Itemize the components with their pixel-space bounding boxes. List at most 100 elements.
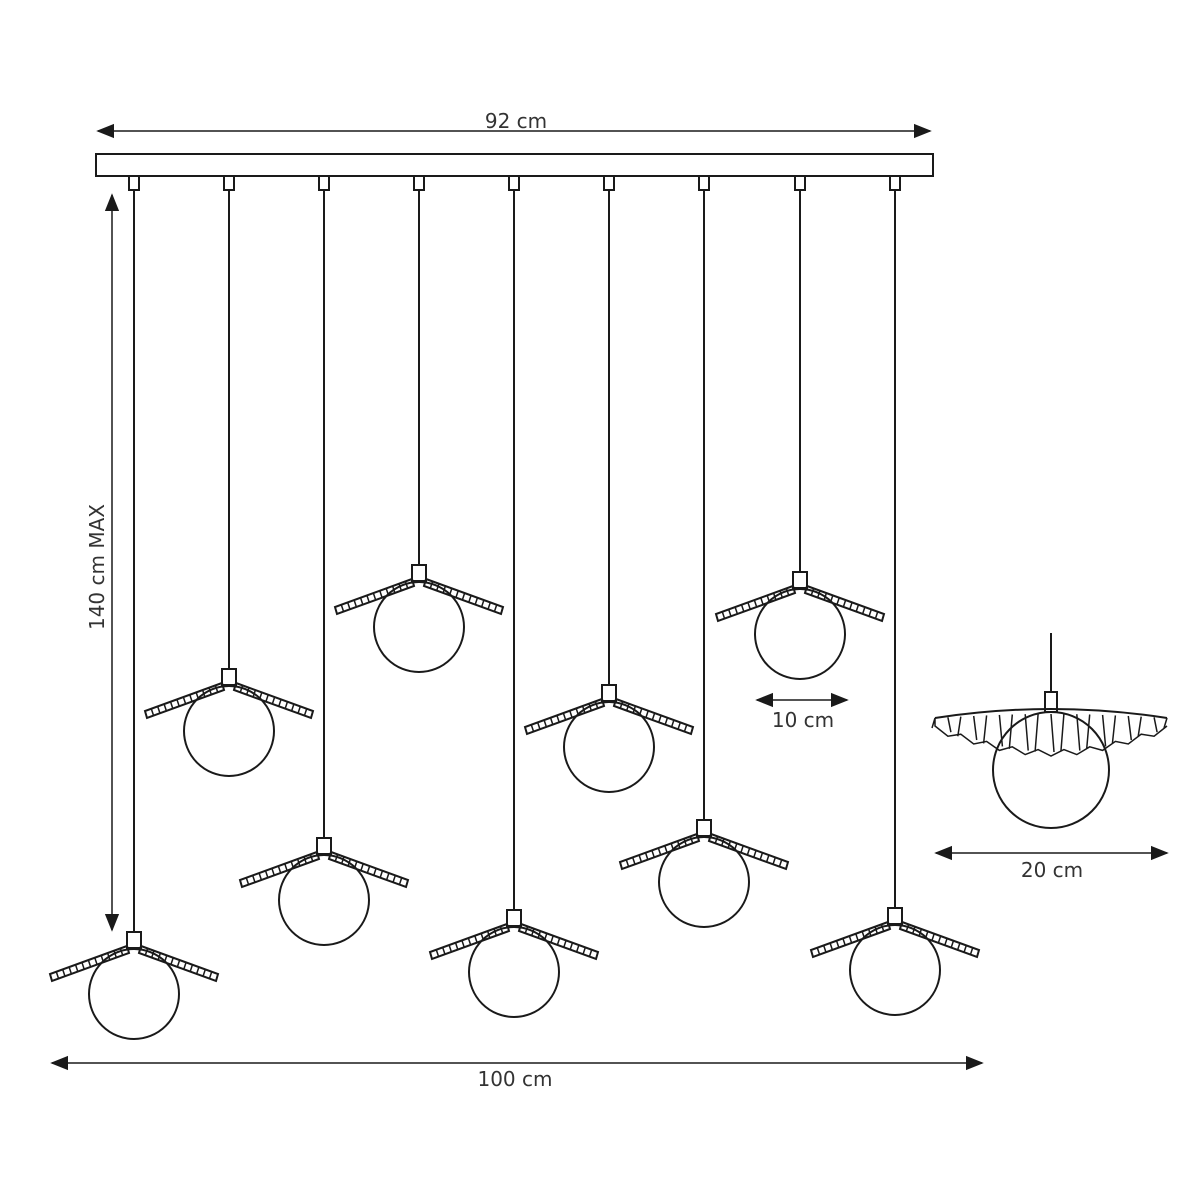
shade-pleat-mark [157,706,161,714]
shade-pleat-mark [284,701,289,709]
shade-pleat-mark [379,590,383,598]
socket [126,931,142,949]
shade-pleat-mark [562,713,567,720]
shade-pleat-mark [81,962,85,970]
shade-pleat-mark [531,928,535,936]
shade-pleat-mark [341,856,345,864]
shade-pleat-mark [176,960,181,967]
shade-wing-right [707,832,790,871]
shade-pleat-mark [829,943,833,950]
glass-globe [563,701,655,793]
canopy-connector [128,175,140,191]
shade-pleat-mark [474,935,478,943]
shade-pleat-mark [569,710,573,718]
shade-wing-right [327,850,410,889]
shade-pleat-mark [379,870,384,878]
shade-pleat-mark [373,868,377,876]
shade-pleat-mark [582,947,586,955]
socket [411,564,427,582]
shade-pleat-mark [252,875,256,883]
shade-pleat-mark [543,720,547,727]
shade-wing-left [428,922,511,961]
shade-pleat-mark [855,933,859,941]
shade-pleat-mark [68,967,72,974]
shade-pleat-mark [638,855,642,862]
shade-pleat-mark [651,713,656,720]
pendant-group [48,175,981,1040]
shade-pleat-mark [493,928,497,936]
shade-pleat-mark [487,602,491,610]
shade-pleat-mark [963,945,967,953]
shade-pleat-mark [836,597,840,605]
shade-pleat-mark [94,957,98,965]
shade-pleat-mark [759,852,764,860]
shade-pleat-mark [957,943,961,950]
shade-wing-right [803,584,886,623]
shade-pleat-mark [359,597,364,605]
shade-pleat-mark [74,964,79,972]
shade-pleat-mark [404,581,409,589]
shade-wing-right [612,697,695,736]
socket [506,909,522,927]
shade-pleat-mark [740,604,745,612]
canopy-width-dimension: 92 cm [96,109,932,139]
shade-pleat-mark [189,694,193,702]
shade-detail-view [931,633,1168,829]
shade-pleat-mark [461,593,466,600]
shade-pleat-mark [372,593,377,600]
pendant-5 [428,175,600,1018]
glass-globe [754,588,846,680]
shade-pleat-mark [632,857,636,865]
glass-globe [278,854,370,946]
shade-pleat-mark [340,604,345,612]
shade-pleat-mark [772,857,776,865]
shade-pleat-mark [239,685,244,693]
shade-wing-left [618,832,701,871]
shade-pleat-mark [119,948,124,956]
ceiling-canopy [95,153,934,177]
canopy-connector [508,175,520,191]
shade-pleat-mark [499,926,504,934]
shade-pleat-mark [189,964,194,972]
socket [221,668,237,686]
shade-pleat-mark [950,940,955,948]
shade-wing-right [232,681,315,720]
pendant-6 [523,175,695,793]
shade-wing-left [714,584,797,623]
shade-pleat-mark [151,950,155,958]
shade-pleat-mark [569,942,574,950]
shade-pleat-mark [454,942,459,950]
shade-pleat-mark [677,722,681,730]
shade-pleat-mark [284,863,288,871]
socket [601,684,617,702]
shade-pleat-mark [810,588,815,596]
shade-pleat-mark [278,699,282,707]
shade-pleat-mark [309,854,314,862]
shade-pleat-mark [842,938,846,946]
shade-pleat-mark [176,699,180,707]
shade-pleat-mark [196,967,200,974]
shade-pleat-mark [245,877,250,885]
socket [887,907,903,925]
socket [792,571,808,589]
shade-pleat-mark [868,609,872,617]
canopy-connector [889,175,901,191]
pendant-2 [143,175,315,777]
shade-pleat-mark [625,859,630,867]
pendant-8 [714,175,886,680]
max-height-dimension: 140 cm MAX [85,193,120,932]
shade-pleat-mark [524,926,529,934]
shade-pleat-mark [474,597,479,605]
shade-pleat-mark [657,848,662,855]
shade-pleat-mark [435,949,440,957]
canopy-width-label: 92 cm [485,109,547,133]
shade-pleat-mark [398,877,403,885]
shade-pleat-mark [334,854,339,862]
shade-pleat-mark [392,875,396,883]
shade-pleat-mark [150,708,155,716]
canopy-connector [698,175,710,191]
shade-pleat-mark [721,611,726,619]
globe-diameter-dimension: 10 cm [755,692,849,732]
total-width-dimension: 100 cm [50,1055,984,1091]
shade-pleat-mark [556,715,560,723]
